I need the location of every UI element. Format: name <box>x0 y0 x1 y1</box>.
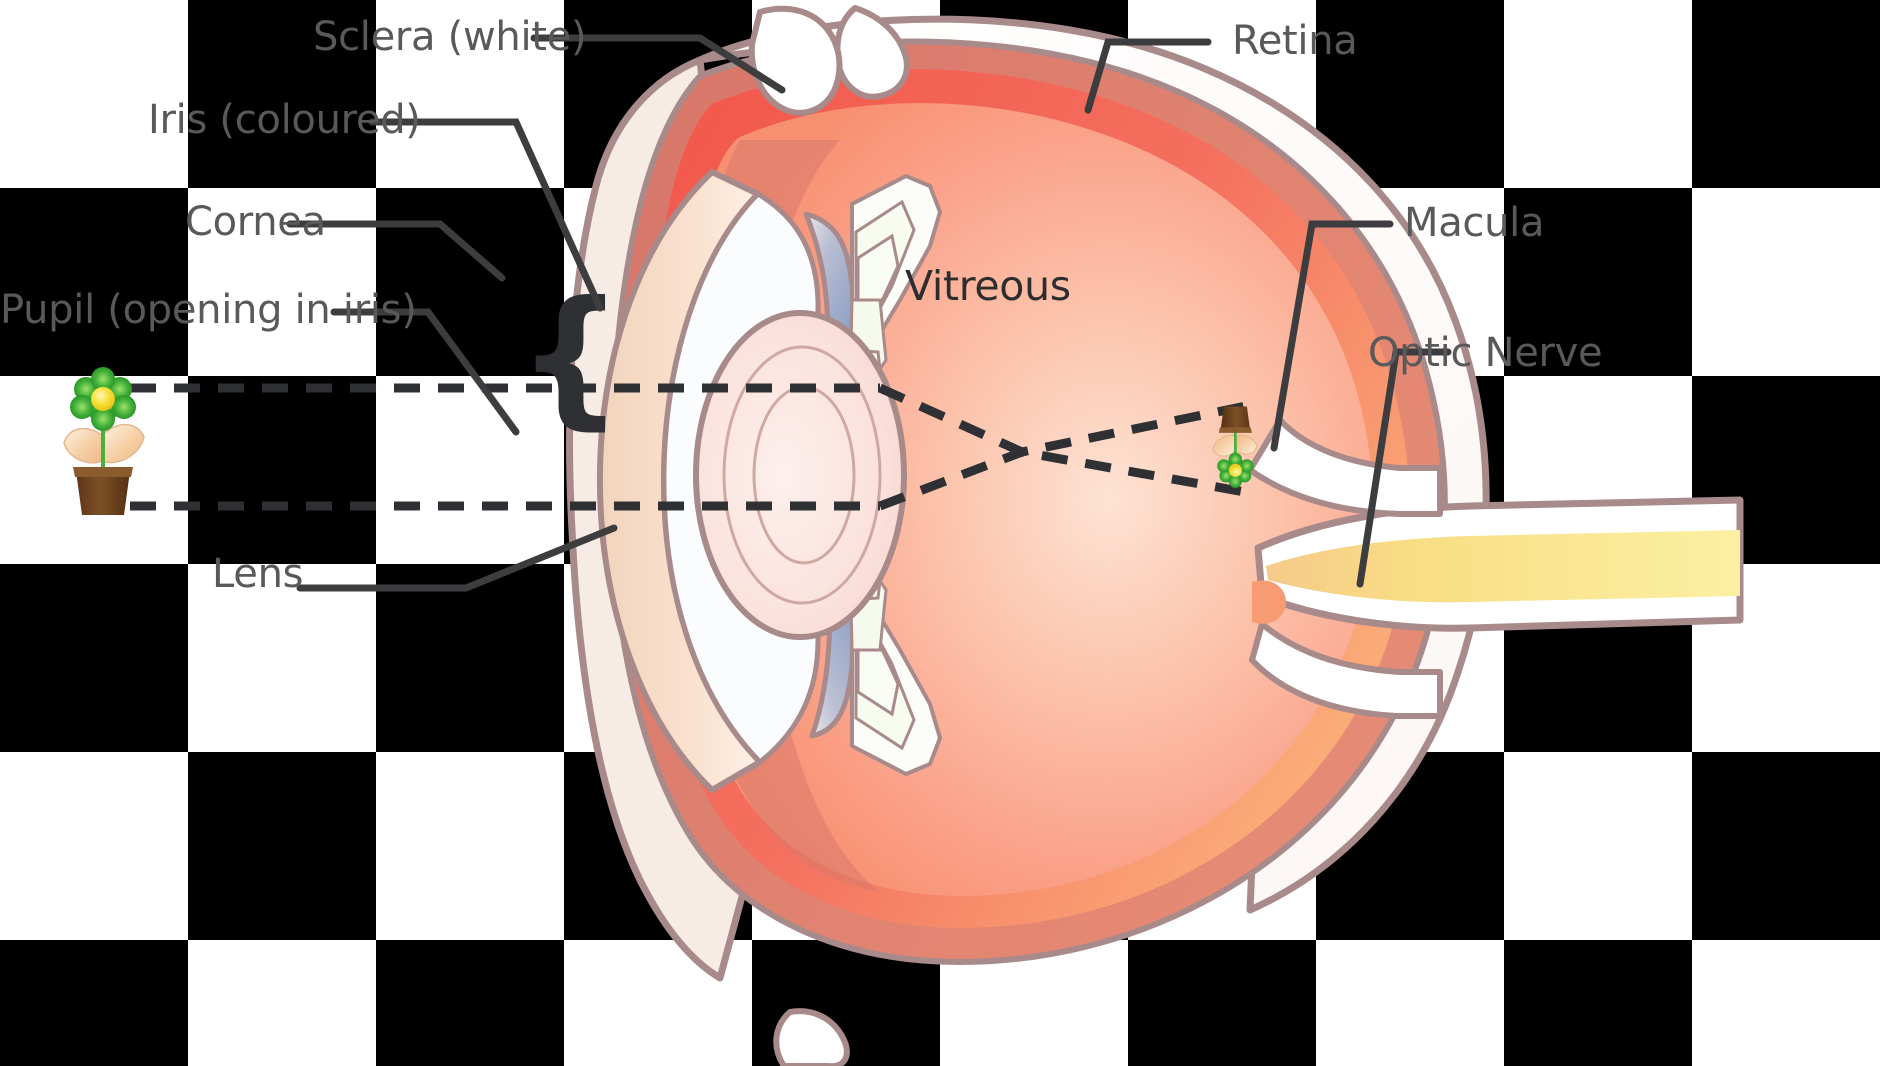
label-retina: Retina <box>1232 18 1358 64</box>
label-macula: Macula <box>1404 200 1545 246</box>
label-lens: Lens <box>212 551 304 597</box>
optic-disc <box>1252 580 1286 624</box>
muscle-insertion-top-2 <box>748 5 843 116</box>
leader-pupil <box>330 308 520 436</box>
leader-lines <box>286 34 1452 592</box>
leader-cornea <box>286 220 506 282</box>
label-cornea: Cornea <box>185 199 326 245</box>
leader-optic-nerve <box>1356 348 1452 588</box>
label-iris: Iris (coloured) <box>148 97 421 143</box>
object-potted-flower <box>63 367 145 515</box>
lens-ring-outer <box>722 345 882 605</box>
label-optic-nerve: Optic Nerve <box>1368 330 1603 376</box>
crystalline-lens <box>693 310 907 640</box>
pupil-opening-brace: { <box>517 270 624 444</box>
muscle-insertion-bottom <box>773 1008 850 1066</box>
pot-rim <box>73 467 133 477</box>
optic-nerve-core <box>1266 530 1740 603</box>
light-ray-paths <box>130 383 1257 511</box>
flower-center <box>91 387 115 411</box>
leader-macula <box>1270 220 1394 452</box>
label-pupil: Pupil (opening in iris) <box>0 287 417 333</box>
leaf-left <box>63 427 103 464</box>
optic-nerve-flare-bottom <box>1249 621 1443 719</box>
leader-iris <box>368 118 604 312</box>
anterior-segment <box>596 169 942 793</box>
pot-body <box>76 471 130 515</box>
label-sclera: Sclera (white) <box>313 14 587 60</box>
leader-retina <box>1084 38 1212 114</box>
lens-capsule <box>693 310 907 640</box>
leaf-right <box>101 424 145 464</box>
label-vitreous: Vitreous <box>905 262 1071 310</box>
leader-lens <box>296 524 618 592</box>
optic-nerve-group <box>1247 417 1744 719</box>
ray-bottom-refracted <box>878 399 1257 511</box>
leader-sclera <box>530 34 786 94</box>
retinal-image-inverted-flower <box>1212 406 1258 488</box>
optic-nerve-flare-top <box>1247 417 1443 517</box>
extraocular-muscle-flap-bottom <box>773 1008 850 1066</box>
